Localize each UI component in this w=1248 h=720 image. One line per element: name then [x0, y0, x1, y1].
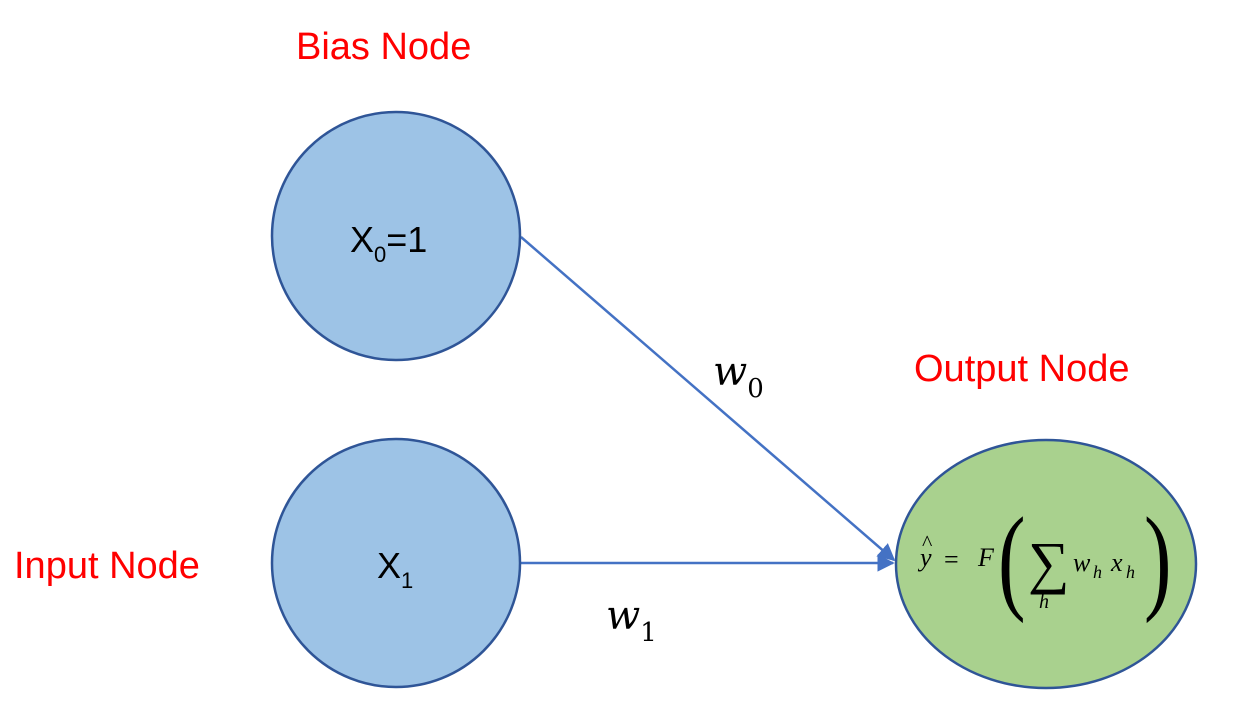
- bias-node-circle: [270, 110, 522, 362]
- weight-w0-sub: 0: [747, 374, 764, 404]
- formula-x: x: [1111, 548, 1123, 577]
- bias-node-var: X: [350, 219, 375, 260]
- formula-x-sub: h: [1126, 562, 1135, 582]
- input-node-value: X1: [377, 545, 413, 592]
- output-node-ellipse: [894, 438, 1198, 690]
- formula-y: y: [920, 543, 932, 572]
- weight-w1-sub: 1: [640, 618, 657, 648]
- weight-w0-label: w0: [713, 349, 764, 402]
- input-node-circle: [270, 437, 522, 689]
- bias-node-sub: 0: [374, 242, 387, 267]
- bias-node-value: X0=1: [350, 219, 428, 266]
- formula-function: F: [978, 543, 994, 572]
- bias-node-label: Bias Node: [296, 26, 472, 68]
- output-formula: ^ y = F ( ∑ h w h x h ): [918, 500, 1188, 630]
- formula-sum-index: h: [1039, 591, 1049, 613]
- weight-w0-var: w: [713, 349, 748, 395]
- formula-w: w: [1073, 548, 1091, 577]
- formula-hat: ^: [922, 530, 933, 555]
- input-node-label: Input Node: [14, 545, 200, 587]
- input-node-sub: 1: [401, 568, 414, 593]
- formula-equals: =: [944, 545, 959, 574]
- formula-left-paren: (: [998, 493, 1026, 624]
- input-node-var: X: [377, 545, 402, 586]
- edge-bias-to-output: [520, 236, 896, 562]
- output-node-label: Output Node: [914, 348, 1130, 390]
- formula-w-sub: h: [1093, 562, 1102, 582]
- formula-right-paren: ): [1144, 493, 1172, 624]
- bias-node-suffix: =1: [386, 219, 428, 260]
- weight-w1-var: w: [606, 593, 641, 639]
- formula-sum-symbol: ∑: [1028, 530, 1070, 595]
- weight-w1-label: w1: [606, 593, 657, 646]
